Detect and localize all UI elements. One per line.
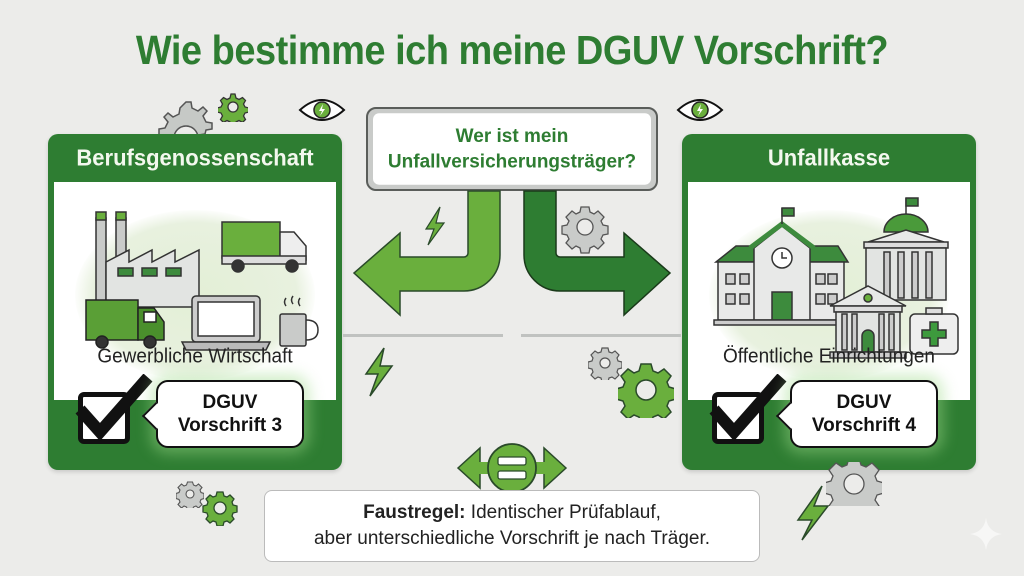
truck-icon: [221, 221, 307, 273]
lightning-icon: [424, 206, 446, 246]
arrow-left-icon: [352, 190, 501, 317]
government-building-icon: [863, 197, 949, 301]
lightning-icon: [364, 347, 394, 397]
gear-icon: [218, 93, 248, 122]
branch-arrows: [352, 190, 672, 317]
card-body: Öffentliche Einrichtungen: [688, 182, 970, 400]
gear-icon: [176, 481, 204, 508]
checkmark-icon: [709, 374, 787, 442]
public-buildings-illustration: [713, 197, 959, 359]
badge-row: DGUV Vorschrift 3: [48, 374, 342, 454]
eye-icon: [676, 99, 724, 121]
gear-icon: [826, 462, 882, 506]
coffee-mug-icon: [279, 295, 319, 347]
gear-icon: [618, 363, 674, 418]
card-subtitle: Öffentliche Einrichtungen: [723, 345, 935, 368]
factory-icon: [95, 211, 200, 309]
divider-line: [521, 334, 681, 337]
arrow-right-icon: [523, 190, 672, 317]
rule-of-thumb-box: Faustregel: Identischer Prüfablauf, aber…: [264, 490, 760, 562]
first-aid-kit-icon: [909, 307, 959, 355]
eye-icon: [298, 99, 346, 121]
badge-line2: Vorschrift 4: [811, 415, 917, 436]
rule-line1-text: Identischer Prüfablauf,: [465, 502, 661, 523]
laptop-icon: [180, 295, 272, 351]
card-berufsgenossenschaft: Berufsgenossenschaft: [48, 134, 342, 470]
badge-line1: DGUV: [836, 392, 892, 413]
card-body: Gewerbliche Wirtschaft: [54, 182, 336, 400]
question-line2: Unfallversicherungsträger?: [387, 151, 637, 173]
industry-illustration: [85, 211, 319, 351]
equals-double-arrow-icon: [456, 443, 568, 493]
lightning-icon: [796, 485, 830, 541]
badge-line1: DGUV: [202, 392, 258, 413]
divider-line: [343, 334, 503, 337]
rule-line1: Faustregel: Identischer Prüfablauf,: [363, 500, 661, 526]
checkmark-icon: [75, 374, 153, 442]
gear-icon: [561, 206, 609, 254]
courthouse-icon: [829, 285, 907, 359]
delivery-van-icon: [85, 299, 165, 349]
rule-line2: aber unterschiedliche Vorschrift je nach…: [313, 528, 711, 549]
badge-row: DGUV Vorschrift 4: [682, 374, 976, 454]
gear-icon: [588, 347, 622, 380]
question-line1: Wer ist mein: [455, 125, 569, 147]
sparkle-icon: [970, 518, 1002, 550]
badge-line2: Vorschrift 3: [177, 415, 283, 436]
school-building-icon: [713, 207, 850, 326]
question-box: Wer ist mein Unfallversicherungsträger?: [366, 107, 658, 191]
page-title: Wie bestimme ich meine DGUV Vorschrift?: [135, 28, 889, 74]
rule-label: Faustregel:: [363, 502, 466, 523]
card-unfallkasse: Unfallkasse: [682, 134, 976, 470]
vorschrift-badge: DGUV Vorschrift 3: [156, 380, 304, 448]
gear-icon: [202, 491, 238, 526]
card-subtitle: Gewerbliche Wirtschaft: [97, 345, 293, 368]
card-header: Berufsgenossenschaft: [76, 144, 314, 171]
card-header: Unfallkasse: [767, 144, 891, 171]
vorschrift-badge: DGUV Vorschrift 4: [790, 380, 938, 448]
